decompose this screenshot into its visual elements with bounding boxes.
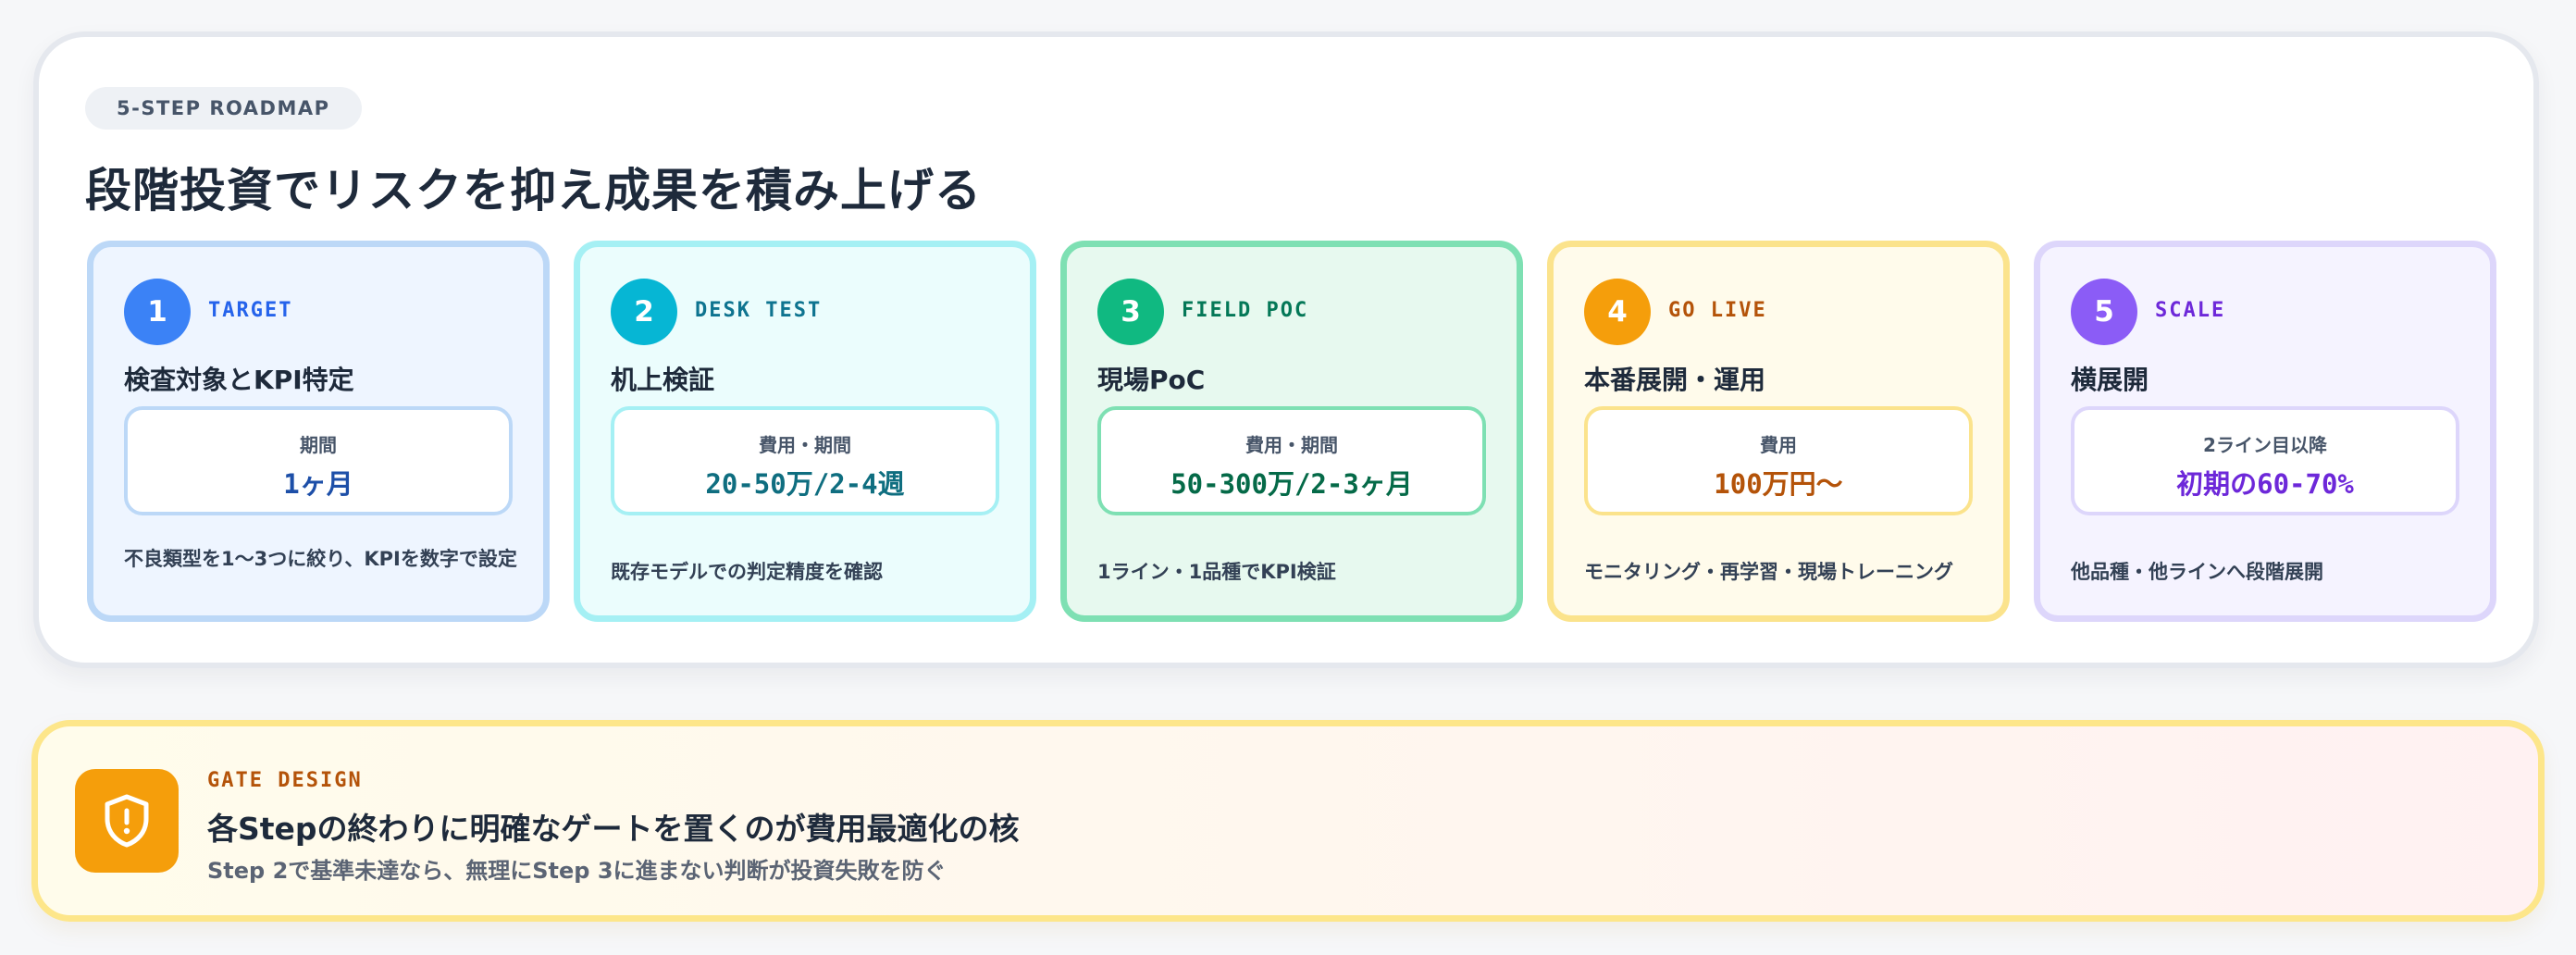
step-number-badge: 5 xyxy=(2071,279,2137,345)
step-description: 他品種・他ラインへ段階展開 xyxy=(2071,561,2323,583)
step-metric-label: 2ライン目以降 xyxy=(2203,434,2327,456)
step-number-badge: 2 xyxy=(611,279,677,345)
step-metric-box: 費用・期間 20-50万/2-4週 xyxy=(611,406,999,515)
step-title: 横展開 xyxy=(2071,365,2149,395)
step-metric-label: 費用・期間 xyxy=(759,434,851,456)
step-description: 不良類型を1〜3つに絞り、KPIを数字で設定 xyxy=(124,548,517,570)
step-metric-label: 期間 xyxy=(300,434,337,456)
step-card-4: 4 GO LIVE 本番展開・運用 費用 100万円〜 モニタリング・再学習・現… xyxy=(1547,241,2010,622)
step-card-2: 2 DESK TEST 机上検証 費用・期間 20-50万/2-4週 既存モデル… xyxy=(574,241,1036,622)
step-metric-value: 1ヶ月 xyxy=(283,468,353,500)
step-card-5: 5 SCALE 横展開 2ライン目以降 初期の60-70% 他品種・他ラインへ段… xyxy=(2034,241,2496,622)
step-metric-label: 費用・期間 xyxy=(1245,434,1338,456)
step-title: 本番展開・運用 xyxy=(1584,365,1766,395)
step-metric-box: 2ライン目以降 初期の60-70% xyxy=(2071,406,2459,515)
step-metric-box: 費用・期間 50-300万/2-3ヶ月 xyxy=(1097,406,1486,515)
step-title: 検査対象とKPI特定 xyxy=(124,365,354,395)
step-metric-value: 初期の60-70% xyxy=(2176,468,2354,500)
step-tag: DESK TEST xyxy=(695,299,823,322)
gate-design-banner: GATE DESIGN 各Stepの終わりに明確なゲートを置くのが費用最適化の核… xyxy=(31,720,2545,922)
shield-alert-icon xyxy=(75,769,179,873)
step-number-badge: 3 xyxy=(1097,279,1164,345)
step-metric-value: 50-300万/2-3ヶ月 xyxy=(1170,468,1413,500)
gate-subtitle: Step 2で基準未達なら、無理にStep 3に進まない判断が投資失敗を防ぐ xyxy=(207,858,947,884)
step-tag: FIELD POC xyxy=(1182,299,1309,322)
roadmap-card: 5-STEP ROADMAP 段階投資でリスクを抑え成果を積み上げる 1 TAR… xyxy=(33,31,2539,668)
step-metric-value: 100万円〜 xyxy=(1714,468,1843,500)
step-metric-value: 20-50万/2-4週 xyxy=(705,468,905,500)
step-card-3: 3 FIELD POC 現場PoC 費用・期間 50-300万/2-3ヶ月 1ラ… xyxy=(1060,241,1523,622)
step-tag: GO LIVE xyxy=(1668,299,1767,322)
step-card-1: 1 TARGET 検査対象とKPI特定 期間 1ヶ月 不良類型を1〜3つに絞り、… xyxy=(87,241,550,622)
step-metric-box: 期間 1ヶ月 xyxy=(124,406,513,515)
step-number-badge: 1 xyxy=(124,279,191,345)
roadmap-pill: 5-STEP ROADMAP xyxy=(85,87,362,130)
step-description: 既存モデルでの判定精度を確認 xyxy=(611,561,883,583)
step-title: 机上検証 xyxy=(611,365,715,395)
shield-alert-icon-svg xyxy=(105,794,149,848)
step-description: 1ライン・1品種でKPI検証 xyxy=(1097,561,1336,583)
step-number-badge: 4 xyxy=(1584,279,1651,345)
gate-tag: GATE DESIGN xyxy=(207,769,363,792)
step-tag: TARGET xyxy=(208,299,293,322)
page-title: 段階投資でリスクを抑え成果を積み上げる xyxy=(85,164,982,217)
step-description: モニタリング・再学習・現場トレーニング xyxy=(1584,561,1953,583)
gate-title: 各Stepの終わりに明確なゲートを置くのが費用最適化の核 xyxy=(207,811,1020,847)
step-metric-box: 費用 100万円〜 xyxy=(1584,406,1973,515)
step-tag: SCALE xyxy=(2155,299,2226,322)
step-metric-label: 費用 xyxy=(1760,434,1797,456)
step-title: 現場PoC xyxy=(1097,365,1206,395)
